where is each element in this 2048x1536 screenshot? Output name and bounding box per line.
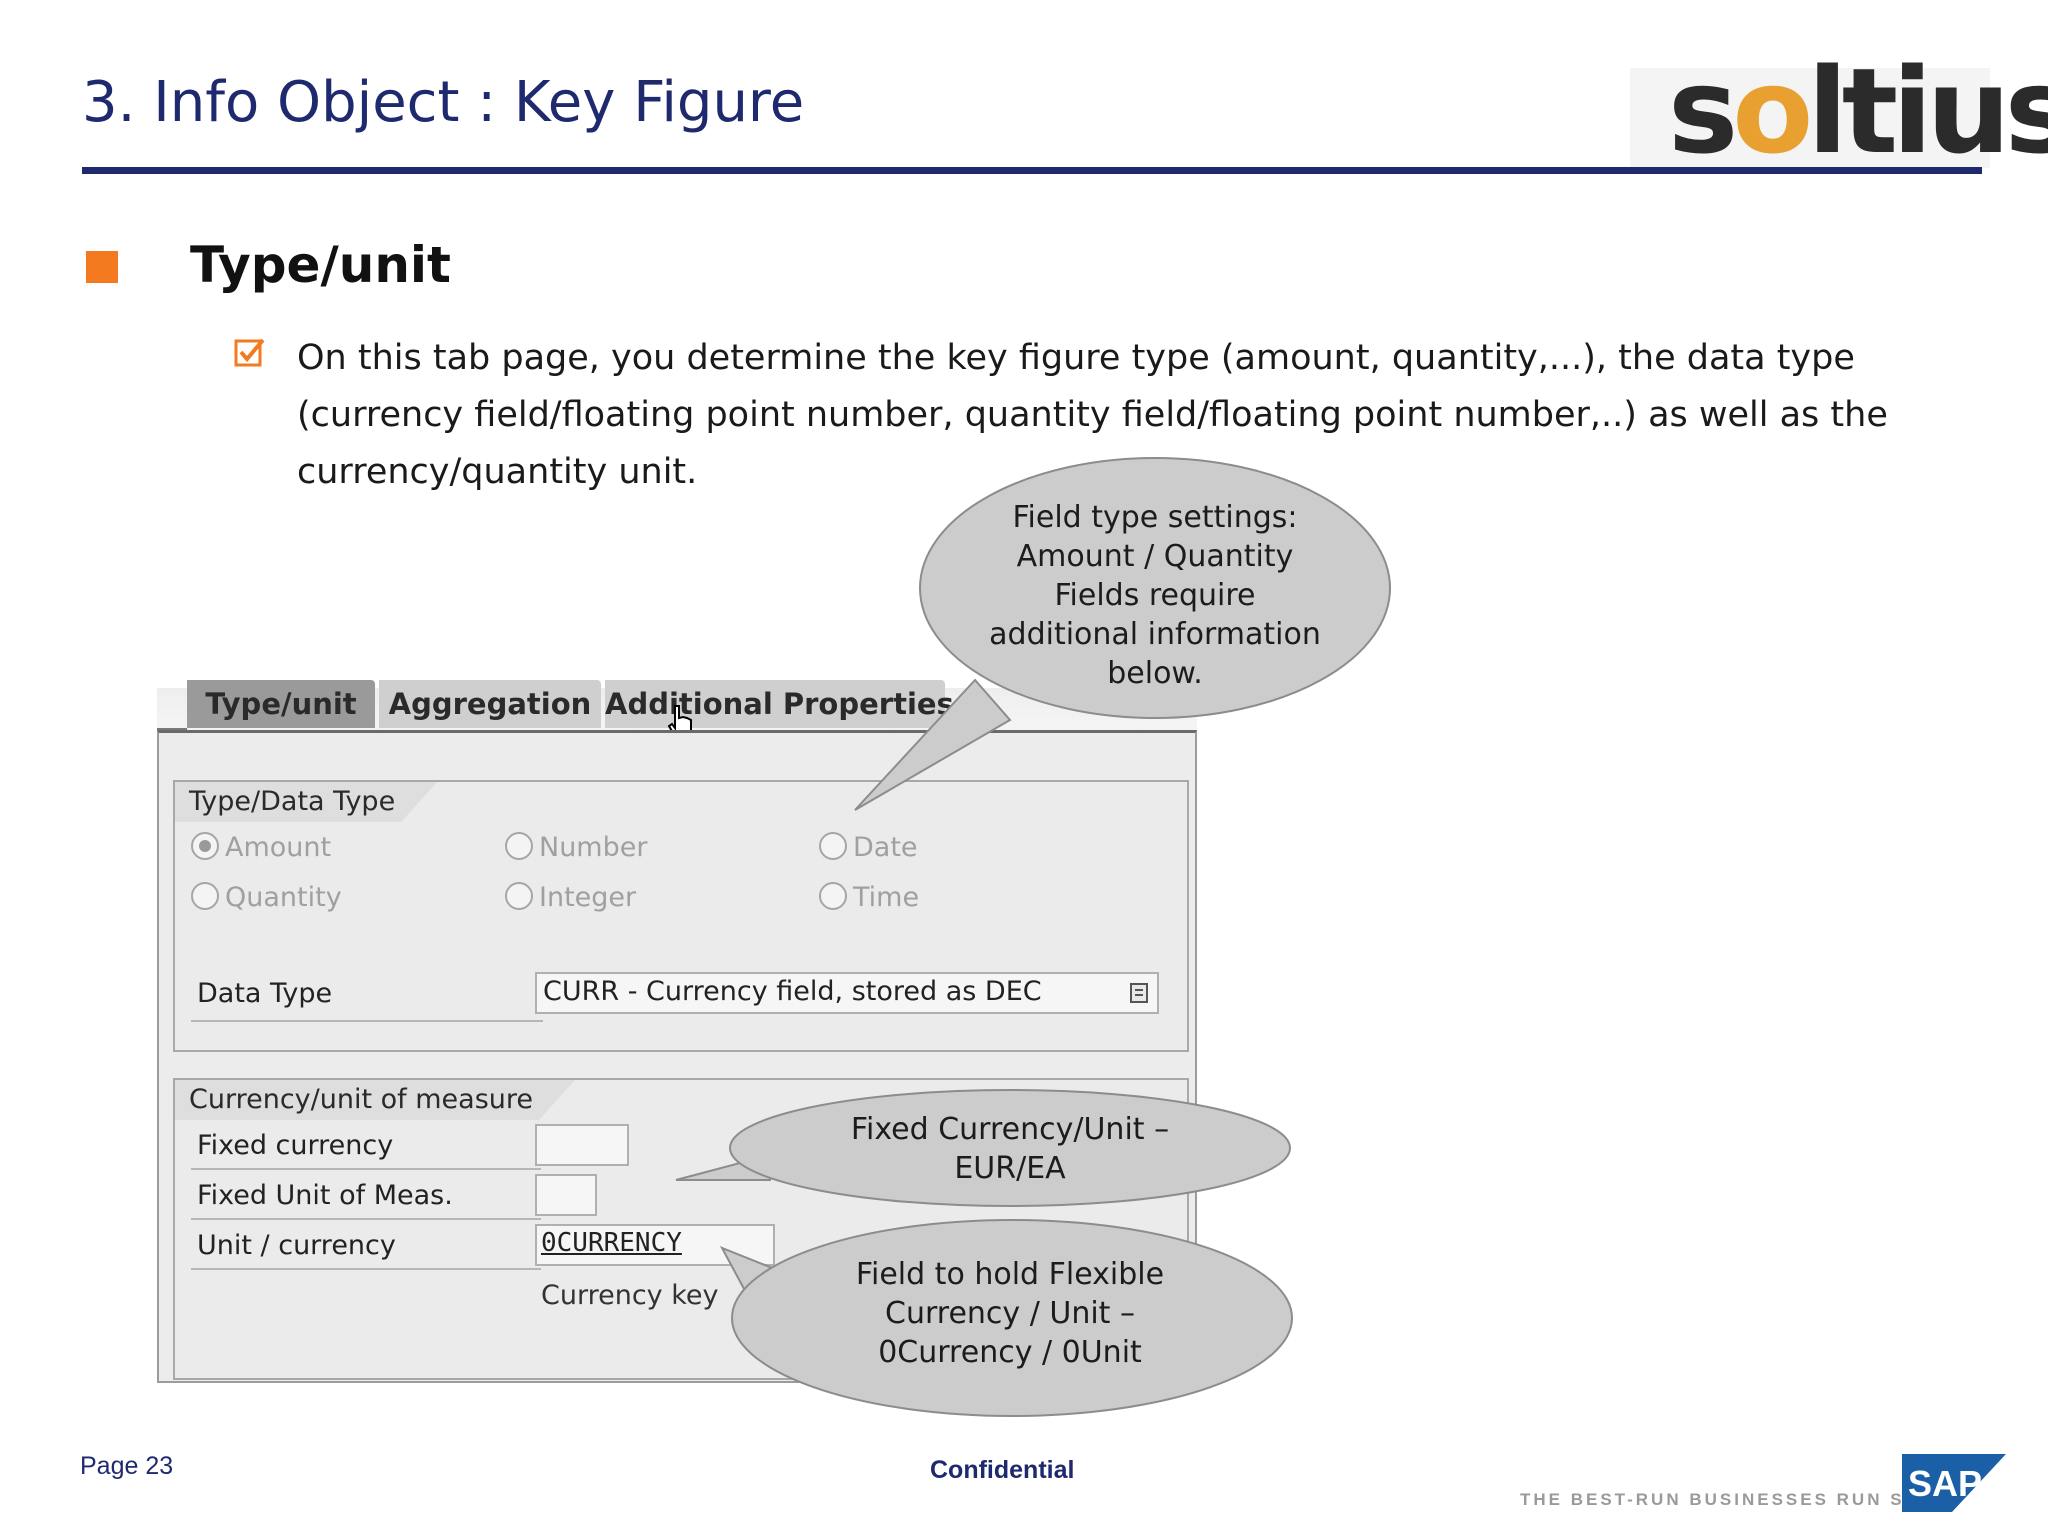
unit-currency-input[interactable]: 0CURRENCY	[535, 1224, 775, 1266]
sap-logo-icon: SAP	[1902, 1454, 2006, 1512]
dropdown-icon[interactable]	[1129, 982, 1149, 1004]
bullet-square-icon	[86, 251, 118, 283]
callout-field-type-text: Field type settings: Amount / Quantity F…	[989, 500, 1321, 691]
fixed-currency-label: Fixed currency	[197, 1130, 394, 1161]
data-type-select[interactable]: CURR - Currency field, stored as DEC	[535, 972, 1159, 1014]
radio-selected-icon	[191, 832, 219, 860]
type-data-type-group: Type/Data Type Amount Quantity Number In…	[173, 780, 1189, 1052]
tab-additional-properties[interactable]: Additional Properties	[605, 680, 954, 728]
page-number: Page 23	[80, 1452, 174, 1480]
svg-text:SAP: SAP	[1908, 1463, 1982, 1504]
slide-title: 3. Info Object : Key Figure	[82, 70, 805, 135]
title-divider	[82, 167, 1982, 174]
radio-number[interactable]: Number	[505, 832, 647, 863]
section-heading: Type/unit	[190, 236, 451, 294]
radio-icon	[505, 882, 533, 910]
callout-fixed-text: Fixed Currency/Unit – EUR/EA	[850, 1112, 1170, 1186]
radio-quantity[interactable]: Quantity	[191, 882, 342, 913]
radio-amount[interactable]: Amount	[191, 832, 331, 863]
group-title: Currency/unit of measure	[175, 1080, 575, 1120]
logo-background	[1630, 68, 1990, 168]
tab-type-unit[interactable]: Type/unit	[187, 680, 375, 728]
fixed-currency-input[interactable]	[535, 1124, 629, 1166]
section-body-text: On this tab page, you determine the key …	[297, 338, 1888, 492]
radio-icon	[505, 832, 533, 860]
confidential-label: Confidential	[930, 1456, 1075, 1484]
callout-flexible-text: Field to hold Flexible Currency / Unit –…	[855, 1257, 1165, 1370]
checkbox-bullet-icon	[234, 338, 265, 367]
unit-currency-description: Currency key	[541, 1280, 719, 1311]
fixed-unit-label: Fixed Unit of Meas.	[197, 1180, 453, 1211]
tab-aggregation[interactable]: Aggregation	[379, 680, 601, 728]
data-type-label: Data Type	[197, 978, 333, 1009]
fixed-unit-input[interactable]	[535, 1174, 597, 1216]
soltius-logo: soltius	[1668, 42, 2048, 180]
radio-integer[interactable]: Integer	[505, 882, 636, 913]
unit-currency-label: Unit / currency	[197, 1230, 396, 1261]
radio-date[interactable]: Date	[819, 832, 918, 863]
group-title: Type/Data Type	[175, 782, 437, 822]
radio-icon	[191, 882, 219, 910]
radio-time[interactable]: Time	[819, 882, 919, 913]
radio-icon	[819, 832, 847, 860]
sap-tagline: THE BEST-RUN BUSINESSES RUN SAP	[1520, 1490, 1935, 1509]
radio-icon	[819, 882, 847, 910]
